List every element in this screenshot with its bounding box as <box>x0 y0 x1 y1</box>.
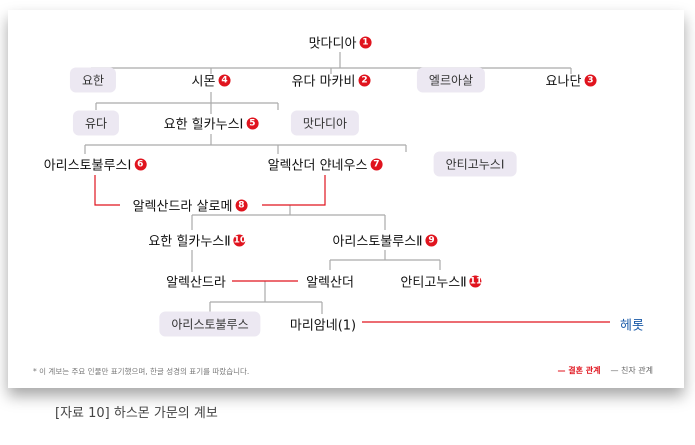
figure-caption: [자료 10] 하스몬 가문의 계보 <box>55 406 218 421</box>
node-eleazar: 엘르아살 <box>416 67 486 93</box>
node-alexander: 알렉산더 <box>306 275 354 291</box>
legend-kinship: — 친자 관계 <box>610 366 653 375</box>
footnote: * 이 계보는 주요 인물만 표기했으며, 한글 성경의 표기를 따랐습니다. <box>33 367 250 376</box>
node-mariamne: 마리암네(1) <box>289 318 357 334</box>
number-badge: 10 <box>233 234 247 246</box>
number-badge: 2 <box>358 74 371 86</box>
number-badge: 3 <box>584 74 597 86</box>
number-badge: 5 <box>246 117 259 129</box>
legend: — 결혼 관계 — 친자 관계 <box>557 365 653 376</box>
number-badge: 8 <box>235 199 248 211</box>
name: 아리스토불루스Ⅱ <box>332 234 423 250</box>
name: 시몬 <box>191 74 216 90</box>
number-badge: 7 <box>370 158 383 170</box>
number-badge: 11 <box>469 275 483 287</box>
node-judas: 유다 <box>72 110 120 136</box>
name: 유다 마카비 <box>291 74 356 90</box>
number-badge: 9 <box>425 234 438 246</box>
name: 알렉산드라 살로메 <box>132 199 233 215</box>
node-john: 요한 <box>69 67 117 93</box>
node-aristobulus-3: 아리스토불루스 <box>159 311 261 337</box>
name: 맛다디아 <box>308 36 357 52</box>
number-badge: 6 <box>134 158 147 170</box>
name: 알렉산더 얀네우스 <box>267 158 368 174</box>
node-mattathias-2: 맛다디아 <box>290 110 360 136</box>
node-antigonus-1: 안티고누스Ⅰ <box>433 151 517 177</box>
number-badge: 1 <box>359 36 372 48</box>
name: 아리스토불루스Ⅰ <box>43 158 132 174</box>
legend-marriage: — 결혼 관계 <box>557 366 601 375</box>
name: 안티고누스Ⅱ <box>400 275 467 291</box>
name: 요나단 <box>545 74 582 90</box>
name: 요한 힐카누스Ⅰ <box>163 117 244 133</box>
node-alexandra: 알렉산드라 <box>166 275 226 291</box>
number-badge: 4 <box>218 74 231 86</box>
node-herod: 헤롯 <box>620 318 644 334</box>
name: 요한 힐카누스Ⅱ <box>148 234 231 250</box>
